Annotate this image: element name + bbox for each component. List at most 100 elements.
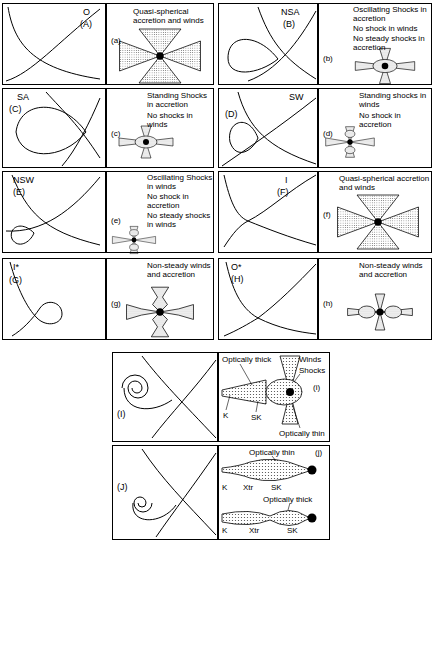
plot-label: (G)	[9, 275, 39, 285]
phase-curves	[224, 262, 316, 336]
panel-text: (a)	[111, 36, 131, 45]
phase-curve	[156, 453, 216, 537]
phase-curves	[133, 449, 216, 537]
panel-text: Optically thin	[249, 448, 309, 457]
leader-line	[292, 404, 300, 428]
phase-curve	[124, 388, 172, 409]
panel-text: K	[222, 526, 232, 535]
plot-label: (H)	[231, 274, 261, 284]
phase-curve	[222, 98, 316, 166]
panel-text: SK	[271, 483, 287, 492]
panel-text: Optically thick	[222, 355, 286, 364]
flow-panel: Oscillating Shocks in accretionNo shock …	[318, 3, 432, 85]
plot-label: (J)	[117, 482, 141, 492]
leader-line	[240, 364, 252, 385]
plot-label: NSW	[13, 175, 43, 185]
flow-panel: Non-steady winds and accretion (h)	[318, 258, 432, 340]
panel-text: (i)	[313, 383, 329, 392]
phase-plot: (I)	[112, 352, 218, 442]
phase-curves	[6, 7, 100, 81]
plot-label: O*	[231, 262, 251, 272]
phase-plot: (J)	[112, 445, 218, 540]
leader-line	[294, 374, 300, 382]
leader-line	[256, 401, 258, 412]
panel-text: Quasi-spherical accretion and winds	[339, 174, 431, 192]
panel-text: K	[222, 483, 232, 492]
leader-lines	[226, 364, 300, 428]
disk-sketch	[222, 456, 317, 526]
phase-curves	[16, 92, 100, 166]
phase-curve	[224, 175, 316, 245]
plot-label: (D)	[225, 109, 255, 119]
phase-curves	[224, 175, 316, 247]
panel-text: Standing Shocks in accretion	[147, 91, 213, 109]
phase-plot: NSA(B)	[218, 3, 318, 85]
plot-label: (I)	[117, 409, 141, 419]
phase-curve	[122, 375, 148, 398]
panel-text: Optically thin	[279, 429, 329, 438]
black-hole	[286, 388, 294, 396]
leader-line	[226, 395, 230, 410]
phase-curve	[10, 262, 62, 336]
panel-text: Optically thick	[263, 495, 327, 504]
panel-text: Shocks	[299, 366, 329, 375]
phase-curves	[122, 356, 216, 438]
shock-bubble	[266, 379, 302, 405]
phase-curve	[224, 175, 316, 247]
phase-curve	[258, 7, 316, 79]
black-hole	[308, 466, 317, 475]
phase-curve	[142, 356, 216, 438]
panel-text: No steady shocks in winds	[147, 211, 213, 229]
plot-label: SA	[17, 92, 47, 102]
panel-text: (h)	[323, 299, 343, 308]
phase-plot: O* (H)	[218, 258, 318, 340]
panel-text: Xtr	[249, 526, 269, 535]
plot-label: O	[83, 7, 105, 17]
flow-panel: Standing Shocks in accretion No shocks in…	[106, 88, 214, 168]
phase-curves	[10, 262, 62, 336]
phase-plot: SW (D)	[218, 88, 318, 168]
panel-text: (d)	[323, 129, 343, 138]
flow-sketch	[348, 294, 413, 330]
phase-curve	[142, 449, 216, 535]
flow-sketch	[355, 48, 414, 83]
phase-curves	[222, 92, 316, 166]
plot-label: I	[285, 175, 297, 185]
phase-curve	[12, 175, 100, 245]
phase-plot: O(A)	[2, 3, 106, 85]
black-hole	[308, 514, 317, 523]
phase-plot: SA(C)	[2, 88, 106, 168]
phase-curve	[224, 264, 316, 336]
flow-panel: Quasi-spherical accretion and winds(f)	[318, 171, 432, 253]
panel-text: (g)	[111, 299, 131, 308]
plot-label: (E)	[13, 187, 43, 197]
disk-body	[222, 459, 312, 480]
phase-curve	[62, 98, 100, 166]
panel-text: SK	[251, 413, 267, 422]
disk-body	[222, 511, 312, 526]
panel-text: Non-steady winds and accretion	[147, 261, 213, 279]
phase-curve	[226, 262, 316, 334]
phase-curve	[230, 122, 258, 152]
flow-panel: Quasi-spherical accretion and winds (a)	[106, 3, 214, 85]
flow-panel: Non-steady winds and accretion (g)	[106, 258, 214, 340]
panel-text: No steady shocks in accretion	[353, 34, 431, 52]
flow-sketch	[120, 29, 201, 83]
phase-plot: I* (G)	[2, 258, 106, 340]
flow-sketch	[338, 195, 419, 249]
phase-curve	[152, 360, 216, 438]
flow-sketch	[119, 126, 173, 158]
phase-curve	[6, 177, 100, 231]
plot-label: SW	[289, 92, 317, 102]
panel-text: No shocks in winds	[147, 111, 213, 129]
phase-plot: I(F)	[218, 171, 318, 253]
panel-text: No shock in accretion	[359, 111, 431, 129]
panel-text: Non-steady winds and accretion	[359, 261, 431, 279]
panel-text: (b)	[323, 54, 343, 63]
panel-text: No shock in accretion	[147, 192, 213, 210]
plot-label: I*	[13, 262, 33, 272]
plot-label: NSA	[281, 7, 317, 17]
panel-text: SK	[287, 526, 303, 535]
panel-text: Quasi-spherical accretion and winds	[133, 7, 213, 25]
